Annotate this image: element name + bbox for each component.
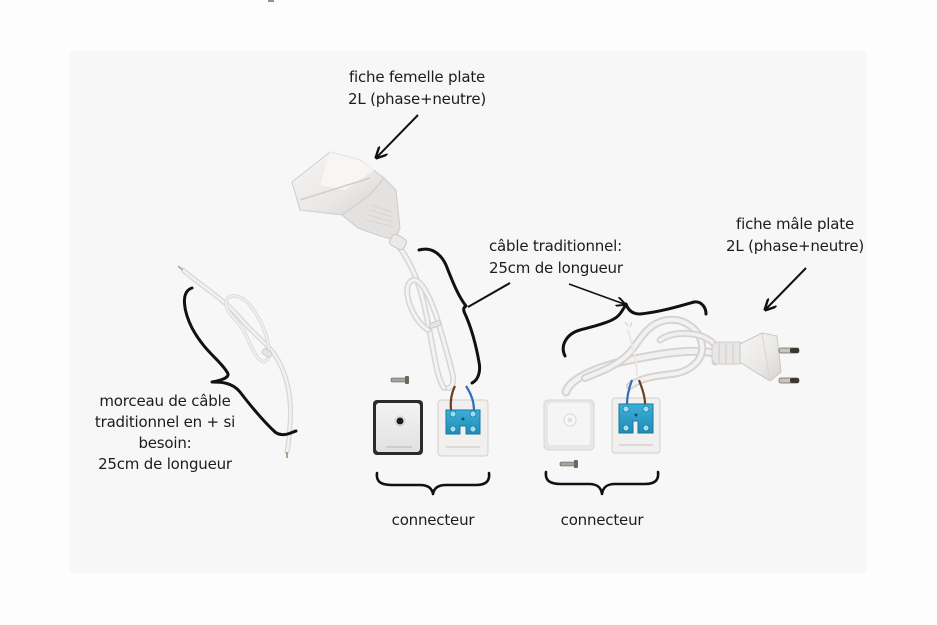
label-connector-right: connecteur <box>542 509 662 531</box>
arrow-line <box>467 282 511 308</box>
male-plug <box>561 315 800 397</box>
label-female-plug: fiche femelle plate 2L (phase+neutre) <box>322 66 512 110</box>
screw <box>559 460 578 468</box>
label-cable: câble traditionnel: 25cm de longueur <box>489 235 689 279</box>
curly-brace-icon <box>544 470 660 496</box>
label-line: connecteur <box>391 511 475 529</box>
label-connector-left: connecteur <box>373 509 493 531</box>
label-line: fiche mâle plate <box>736 215 854 233</box>
curly-brace-icon <box>183 286 298 437</box>
label-line: 2L (phase+neutre) <box>348 90 486 108</box>
connector-cover <box>373 400 423 455</box>
terminal-block <box>437 385 489 457</box>
label-cable-piece: morceau de câble traditionnel en + si be… <box>70 391 260 475</box>
arrow-line <box>568 283 624 304</box>
label-line: câble traditionnel: <box>489 237 622 255</box>
female-plug <box>291 151 457 391</box>
label-line: connecteur <box>560 511 644 529</box>
label-line: traditionnel en + si <box>94 413 236 431</box>
screw <box>390 376 409 384</box>
arrow-down-left-icon <box>766 267 807 309</box>
connector-right <box>543 379 661 468</box>
bare-wire-end <box>177 265 184 271</box>
label-line: 2L (phase+neutre) <box>726 237 864 255</box>
label-male-plug: fiche mâle plate 2L (phase+neutre) <box>700 213 890 257</box>
label-line: fiche femelle plate <box>348 68 486 86</box>
arrow-down-left-icon <box>377 114 419 157</box>
label-line: 25cm de longueur <box>489 259 623 277</box>
label-line: morceau de câble <box>99 392 231 410</box>
label-line: 25cm de longueur <box>98 455 232 473</box>
connector-left <box>373 376 489 457</box>
terminal-block <box>611 379 661 454</box>
connector-cover <box>543 399 595 451</box>
top-edge-artifact <box>268 0 274 2</box>
curly-brace-icon <box>375 471 491 496</box>
label-line: besoin: <box>138 434 192 452</box>
curly-brace-icon <box>417 247 482 385</box>
